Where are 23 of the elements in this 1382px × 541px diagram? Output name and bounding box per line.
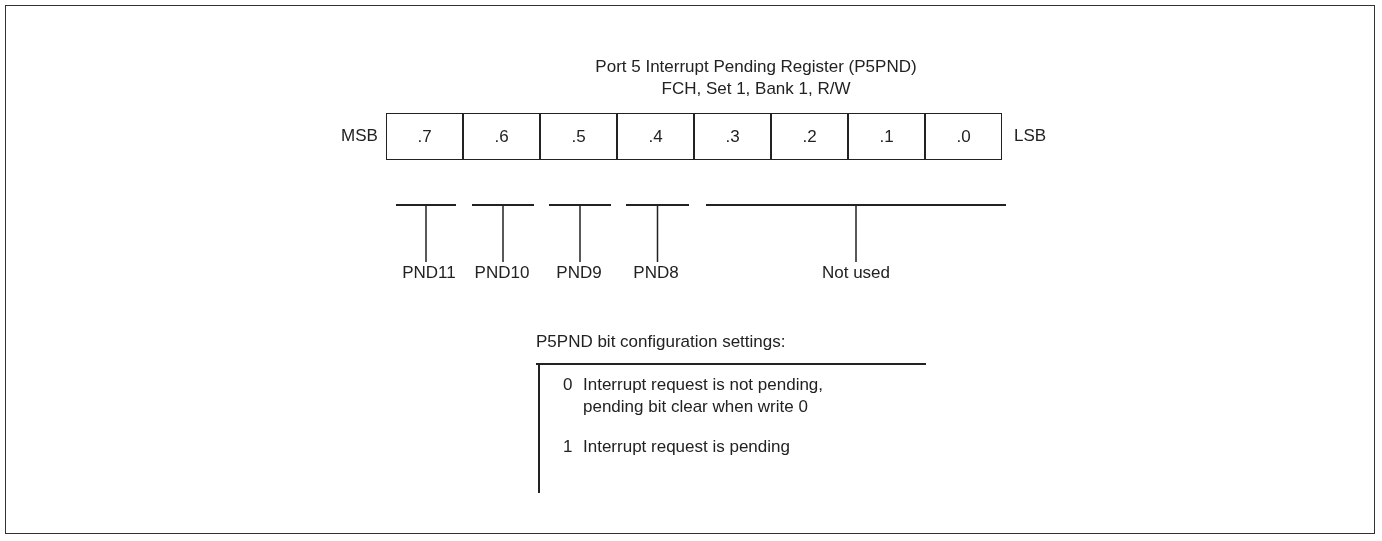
register-title: Port 5 Interrupt Pending Register (P5PND) [594, 56, 918, 78]
register-address: FCH, Set 1, Bank 1, R/W [660, 78, 852, 100]
table-cell: 1 [563, 436, 573, 458]
bit-cell: .1 [848, 113, 925, 160]
bit-cell: .3 [694, 113, 771, 160]
bit-cell: .0 [925, 113, 1002, 160]
bit-cell: .2 [771, 113, 848, 160]
bit-cell: .6 [463, 113, 540, 160]
leader-line [425, 205, 427, 263]
leader-line [656, 205, 659, 263]
table-cell-text: Interrupt request is not pending, pending bit clear when write 0 [583, 374, 825, 418]
lsb-label: LSB [1014, 125, 1047, 147]
bit-label: Not used [746, 262, 966, 284]
leader-line [855, 205, 857, 263]
bit-cell: .7 [386, 113, 463, 160]
table-cell: Interrupt request is pending [583, 436, 790, 458]
leader-line [502, 205, 504, 263]
table-cell: 0 [563, 374, 573, 396]
bit-cell: .4 [617, 113, 694, 160]
msb-label: MSB [341, 125, 378, 147]
table-heading: P5PND bit configuration settings: [536, 331, 786, 353]
bit-cell: .5 [540, 113, 617, 160]
leader-line [579, 205, 581, 263]
